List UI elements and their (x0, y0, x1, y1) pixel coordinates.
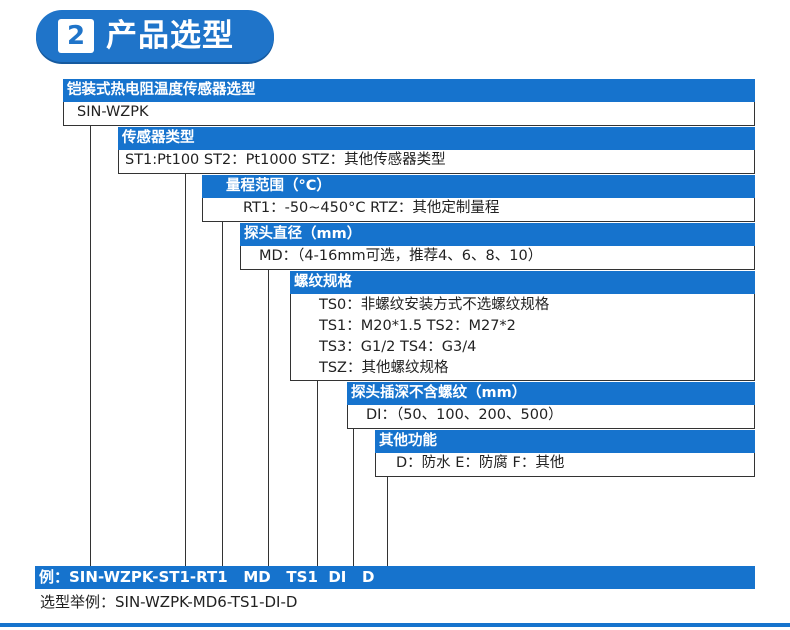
sensor-type-bar: 传感器类型 (118, 127, 755, 150)
diameter-text: MD：（4-16mm可选，推荐4、6、8、10） (259, 248, 543, 264)
example-bar-text: 例：SIN-WZPK-ST1-RT1 MD TS1 DI D (39, 568, 375, 586)
main-title-bar: 铠装式热电阻温度传感器选型 (63, 79, 755, 102)
connector-diameter (268, 269, 269, 568)
diameter-box: MD：（4-16mm可选，推荐4、6、8、10） (240, 246, 755, 270)
depth-bar: 探头插深不含螺纹（mm） (347, 382, 755, 405)
section-title: 产品选型 (106, 18, 234, 54)
function-title: 其他功能 (379, 433, 437, 449)
connector-sensor-type (185, 173, 186, 568)
sensor-type-box: ST1:Pt100 ST2：Pt1000 STZ：其他传感器类型 (118, 150, 755, 174)
range-bar: 量程范围（°C） (202, 175, 755, 198)
connector-depth (353, 428, 354, 568)
function-box: D：防水 E：防腐 F：其他 (375, 453, 755, 477)
connector-range (222, 221, 223, 568)
sensor-type-title: 传感器类型 (122, 130, 195, 146)
function-bar: 其他功能 (375, 430, 755, 453)
depth-title: 探头插深不含螺纹（mm） (351, 385, 527, 401)
depth-box: DI：（50、100、200、500） (347, 405, 755, 429)
thread-line-4: TSZ：其他螺纹规格 (319, 360, 449, 376)
example-bar: 例：SIN-WZPK-ST1-RT1 MD TS1 DI D (35, 566, 755, 589)
thread-bar: 螺纹规格 (290, 271, 755, 294)
range-box: RT1：-50~450°C RTZ：其他定制量程 (202, 198, 755, 222)
model-box: SIN-WZPK (63, 102, 755, 126)
bottom-rule (0, 623, 790, 627)
thread-title: 螺纹规格 (294, 274, 352, 290)
connector-function (387, 476, 388, 568)
depth-text: DI：（50、100、200、500） (366, 407, 563, 423)
model-text: SIN-WZPK (77, 104, 149, 120)
function-text: D：防水 E：防腐 F：其他 (396, 455, 565, 471)
main-title: 铠装式热电阻温度传感器选型 (67, 82, 256, 98)
sensor-type-text: ST1:Pt100 ST2：Pt1000 STZ：其他传感器类型 (125, 152, 446, 168)
diameter-bar: 探头直径（mm） (240, 223, 755, 246)
connector-thread (317, 380, 318, 568)
diameter-title: 探头直径（mm） (244, 226, 362, 242)
connector-model (90, 125, 91, 568)
range-text: RT1：-50~450°C RTZ：其他定制量程 (243, 200, 500, 216)
thread-line-1: TS0：非螺纹安装方式不选螺纹规格 (319, 297, 550, 313)
section-number: 2 (58, 19, 94, 53)
example-line: 选型举例：SIN-WZPK-MD6-TS1-DI-D (40, 593, 298, 611)
thread-line-3: TS3：G1/2 TS4：G3/4 (319, 339, 477, 355)
range-title: 量程范围（°C） (226, 178, 331, 194)
thread-box: TS0：非螺纹安装方式不选螺纹规格 TS1：M20*1.5 TS2：M27*2 … (290, 294, 755, 381)
thread-line-2: TS1：M20*1.5 TS2：M27*2 (319, 318, 516, 334)
